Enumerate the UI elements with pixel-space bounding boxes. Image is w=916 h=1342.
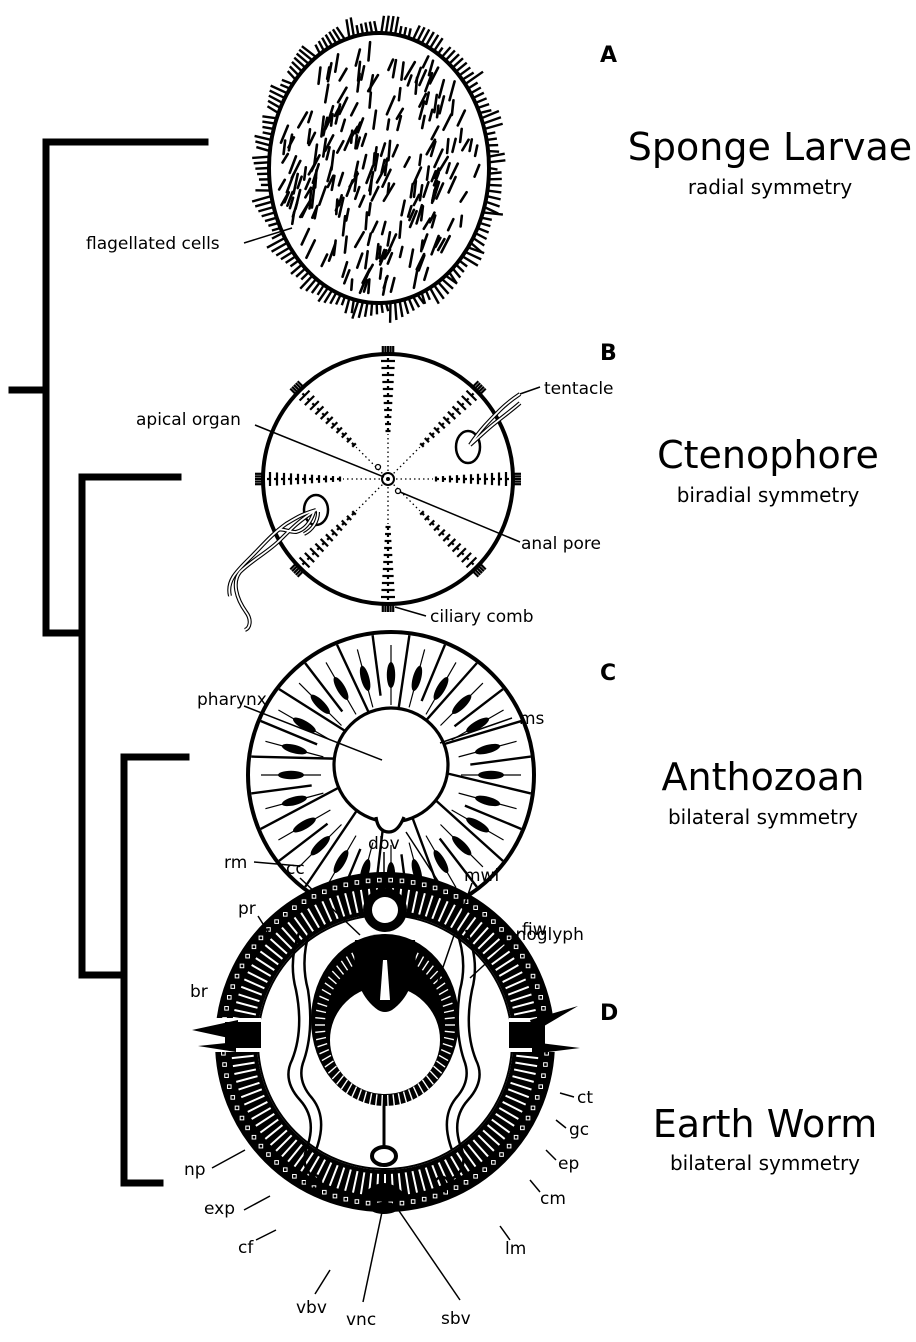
tentacle-leader — [520, 387, 540, 394]
panel-letter-d: D — [600, 1001, 618, 1026]
title-earth-worm: Earth Worm — [653, 1102, 878, 1146]
vnc-leader — [363, 1212, 382, 1302]
label-exp: exp — [204, 1199, 235, 1219]
label-ep: ep — [558, 1154, 579, 1174]
label-anal-pore: anal pore — [521, 534, 601, 554]
cf-leader — [256, 1230, 276, 1240]
phylogenetic-tree — [12, 142, 205, 1183]
label-ciliary-comb: ciliary comb — [430, 607, 534, 627]
label-br: br — [190, 982, 208, 1002]
symmetry-earth-worm: bilateral symmetry — [670, 1151, 860, 1175]
label-cm: cm — [540, 1189, 566, 1209]
panel-letter-a: A — [600, 43, 617, 68]
symmetry-sponge-larvae: radial symmetry — [688, 175, 852, 199]
title-sponge-larvae: Sponge Larvae — [628, 125, 912, 169]
title-anthozoan: Anthozoan — [662, 755, 865, 799]
label-tentacle: tentacle — [544, 379, 614, 399]
np-leader — [212, 1150, 245, 1168]
gc-leader — [556, 1120, 566, 1128]
label-sbv: sbv — [441, 1309, 471, 1329]
label-ms: ms — [519, 709, 545, 729]
lm-leader — [500, 1226, 510, 1240]
label-cf: cf — [238, 1238, 254, 1258]
label-mwi: mwi — [464, 866, 499, 886]
panel-letter-b: B — [600, 341, 617, 366]
cm-leader — [530, 1180, 540, 1192]
sponge-larva-illustration — [252, 16, 505, 323]
exp-leader — [244, 1196, 270, 1210]
label-flagellated-cells: flagellated cells — [86, 234, 220, 254]
label-apical-organ: apical organ — [136, 410, 241, 430]
label-gc: gc — [569, 1120, 589, 1140]
label-fiw: fiw — [522, 920, 547, 940]
ciliary-comb-leader — [395, 607, 426, 616]
panel-letter-c: C — [600, 661, 616, 686]
label-lm: lm — [505, 1239, 526, 1259]
sbv-leader — [395, 1205, 460, 1300]
symmetry-ctenophore: biradial symmetry — [677, 483, 860, 507]
ctenophore-illustration — [229, 346, 521, 630]
label-ct: ct — [577, 1088, 593, 1108]
vbv-leader — [315, 1270, 330, 1294]
ct-leader — [560, 1093, 574, 1097]
symmetry-anthozoan: bilateral symmetry — [668, 805, 858, 829]
title-ctenophore: Ctenophore — [657, 433, 879, 477]
label-vnc: vnc — [346, 1310, 376, 1330]
label-rm: rm — [224, 853, 247, 873]
label-dbv: dbv — [368, 834, 400, 854]
label-np: np — [184, 1160, 206, 1180]
label-vbv: vbv — [296, 1298, 327, 1318]
label-pharynx: pharynx — [197, 690, 267, 710]
ep-leader — [546, 1150, 556, 1160]
label-cc: cc — [286, 859, 305, 879]
label-pr: pr — [238, 899, 256, 919]
